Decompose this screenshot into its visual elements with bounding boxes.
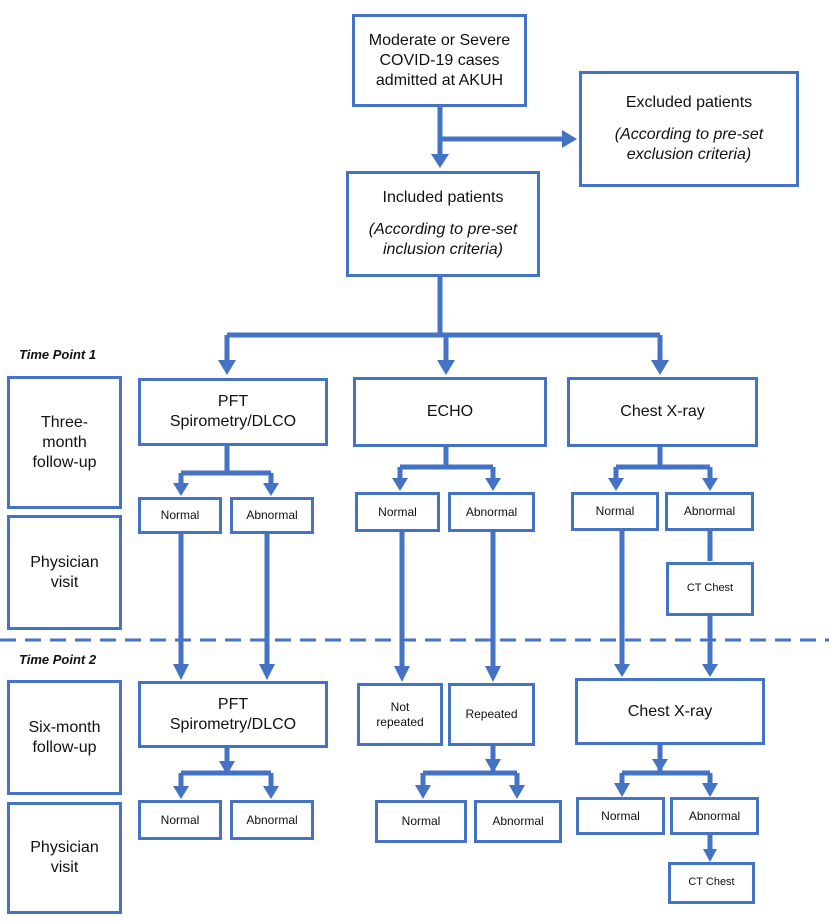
arrowhead [173, 483, 189, 496]
row-label-three-month: Three- month follow-up [7, 376, 122, 509]
arrowhead [415, 785, 431, 799]
arrowhead [702, 664, 718, 677]
tp2-cxr-abnormal-box: Abnormal [670, 797, 759, 835]
physician-1-line-1: Physician [30, 553, 99, 571]
tp2-pft-line-2: Spirometry/DLCO [169, 715, 297, 733]
arrowhead [608, 478, 624, 491]
tp1-pft-line-1: PFT [217, 393, 249, 410]
tp2-pft-abnormal-box: Abnormal [230, 800, 314, 840]
time-point-1-label: Time Point 1 [19, 347, 97, 362]
arrowhead [485, 759, 501, 773]
arrowhead [702, 478, 718, 491]
tp1-echo-normal-box: Normal [355, 492, 440, 532]
connector-echo2-split [420, 745, 520, 786]
row-label-six-month: Six-month follow-up [7, 680, 122, 795]
three-month-line-2: month [42, 433, 87, 451]
top-line-3: admitted at AKUH [375, 71, 504, 89]
tp1-echo-abnormal-box: Abnormal [448, 492, 535, 532]
arrowhead [394, 666, 410, 682]
connector-pft-split [178, 445, 274, 484]
connector-cxr-split [613, 445, 710, 479]
tp1-ct-chest-box: CT Chest [666, 562, 754, 616]
included-box: Included patients (According to pre-set … [346, 171, 540, 277]
arrowhead [614, 783, 630, 797]
arrowhead [218, 360, 236, 375]
tp2-not-repeated-line-2: repeated [376, 714, 424, 729]
physician-2-line-1: Physician [30, 839, 99, 856]
excluded-note-2: exclusion criteria) [626, 146, 752, 163]
tp1-echo-box: ECHO [353, 377, 547, 447]
physician-2-line-2: visit [50, 859, 79, 876]
included-note-1: (According to pre-set [368, 221, 518, 238]
time-point-2-label: Time Point 2 [19, 652, 97, 667]
tp1-pft-line-2: Spirometry/DLCO [169, 413, 297, 430]
connector-echo-split [397, 445, 496, 479]
tp1-pft-normal-box: Normal [138, 497, 222, 534]
arrowhead [652, 759, 668, 772]
arrowhead [437, 360, 455, 375]
tp1-cxr-normal-box: Normal [571, 492, 659, 531]
top-line-2: COVID-19 cases [379, 51, 500, 69]
tp2-ct-chest-box: CT Chest [668, 862, 755, 904]
arrowhead [173, 664, 189, 680]
tp2-echo-normal-box: Normal [375, 800, 467, 843]
tp2-cxr-normal-box: Normal [576, 797, 665, 835]
tp1-pft-box: PFT Spirometry/DLCO [138, 378, 328, 446]
arrowhead [651, 360, 669, 375]
arrowhead [485, 666, 501, 682]
arrowhead [263, 483, 279, 496]
six-month-line-2: follow-up [32, 738, 97, 756]
arrowhead [392, 478, 408, 491]
top-line-1: Moderate or Severe [368, 31, 511, 49]
arrowhead [509, 785, 525, 799]
three-month-line-3: follow-up [32, 453, 97, 471]
connector-cxr2-split [619, 744, 713, 784]
six-month-line-1: Six-month [28, 718, 101, 736]
arrowhead [259, 664, 275, 680]
arrowhead [485, 478, 501, 491]
tp1-chest-xray-box: Chest X-ray [567, 377, 758, 447]
three-month-line-1: Three- [40, 413, 89, 431]
excluded-title: Excluded patients [625, 94, 753, 111]
tp2-pft-box: PFT Spirometry/DLCO [138, 681, 328, 748]
arrowhead [702, 783, 718, 797]
tp1-pft-abnormal-box: Abnormal [230, 497, 314, 534]
included-title: Included patients [382, 189, 504, 206]
tp2-not-repeated-line-1: Not [390, 699, 410, 714]
physician-1-line-2: visit [50, 573, 79, 591]
tp2-echo-abnormal-box: Abnormal [474, 800, 562, 843]
arrowhead [703, 849, 717, 862]
tp2-pft-line-1: PFT [217, 695, 249, 713]
arrowhead [263, 786, 279, 799]
arrowhead [614, 664, 630, 677]
tp2-echo-not-repeated-box: Not repeated [357, 683, 443, 746]
row-label-physician-2: Physician visit [7, 802, 122, 914]
arrowheads [173, 130, 718, 862]
excluded-box: Excluded patients (According to pre-set … [579, 71, 799, 187]
top-cases-box: Moderate or Severe COVID-19 cases admitt… [352, 14, 527, 107]
tp2-pft-normal-box: Normal [138, 800, 222, 840]
arrowhead [431, 154, 449, 168]
tp2-echo-repeated-box: Repeated [448, 683, 535, 746]
row-label-physician-1: Physician visit [7, 515, 122, 630]
arrowhead [562, 130, 577, 148]
arrowhead [173, 786, 189, 799]
included-note-2: inclusion criteria) [382, 241, 504, 258]
tp2-chest-xray-box: Chest X-ray [575, 678, 765, 745]
arrowhead [219, 761, 235, 775]
tp1-cxr-abnormal-box: Abnormal [665, 492, 754, 531]
excluded-note-1: (According to pre-set [614, 126, 764, 143]
